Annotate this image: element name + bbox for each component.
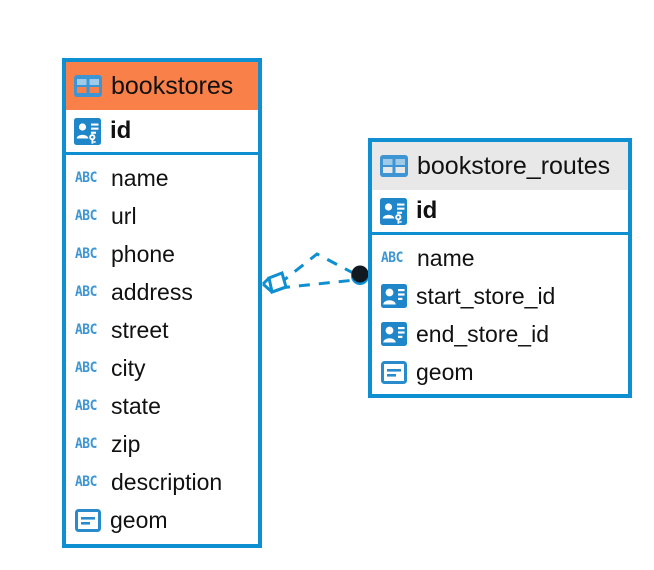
diamond-marker [261, 271, 288, 294]
primary-key-icon [74, 117, 101, 145]
field-row-routes-id[interactable]: id [372, 190, 628, 235]
entity-bookstores-header[interactable]: bookstores [66, 62, 258, 110]
field-label-city: city [111, 354, 146, 381]
abc-text-icon: ABC [75, 435, 97, 452]
field-row-routes-name[interactable]: ABC name [372, 239, 628, 277]
abc-text-icon: ABC [75, 359, 97, 376]
field-label-street: street [111, 316, 169, 343]
relationship-line-lower [278, 278, 356, 290]
field-row-end-store-id[interactable]: end_store_id [372, 315, 628, 353]
field-label-start-store-id: start_store_id [416, 282, 556, 309]
field-label-address: address [111, 278, 193, 305]
entity-bookstore-routes-title: bookstore_routes [417, 151, 611, 180]
abc-text-icon: ABC [75, 245, 97, 262]
abc-text-icon: ABC [75, 283, 97, 300]
field-row-city[interactable]: ABC city [66, 349, 258, 387]
field-row-address[interactable]: ABC address [66, 273, 258, 311]
abc-text-icon: ABC [75, 207, 97, 224]
geometry-icon [381, 360, 407, 384]
entity-bookstores-fields: ABC name ABC url ABC phone ABC address A… [66, 155, 258, 539]
field-row-state[interactable]: ABC state [66, 387, 258, 425]
field-label-geom: geom [110, 506, 168, 533]
table-icon [380, 155, 408, 177]
field-row-phone[interactable]: ABC phone [66, 235, 258, 273]
abc-text-icon: ABC [75, 473, 97, 490]
field-label-end-store-id: end_store_id [416, 320, 549, 347]
field-label-state: state [111, 392, 161, 419]
field-row-bookstores-id[interactable]: id [66, 110, 258, 155]
field-label-description: description [111, 468, 223, 495]
field-row-description[interactable]: ABC description [66, 463, 258, 501]
field-row-routes-geom[interactable]: geom [372, 353, 628, 391]
abc-text-icon: ABC [75, 397, 97, 414]
relationship-line-upper [278, 252, 358, 286]
abc-text-icon: ABC [75, 321, 97, 338]
abc-text-icon: ABC [381, 249, 403, 266]
field-label-routes-name: name [417, 244, 475, 271]
field-label-routes-id: id [416, 197, 438, 224]
foreign-key-icon [381, 322, 407, 346]
entity-bookstore-routes-header[interactable]: bookstore_routes [372, 142, 628, 190]
field-row-name[interactable]: ABC name [66, 159, 258, 197]
field-label-phone: phone [111, 240, 175, 267]
field-row-street[interactable]: ABC street [66, 311, 258, 349]
entity-bookstores[interactable]: bookstores id ABC name [62, 58, 262, 548]
entity-bookstore-routes[interactable]: bookstore_routes id ABC name [368, 138, 632, 398]
field-row-url[interactable]: ABC url [66, 197, 258, 235]
abc-text-icon: ABC [75, 169, 97, 186]
entity-bookstores-title: bookstores [111, 71, 234, 100]
filled-circle-marker [351, 265, 369, 285]
field-row-geom[interactable]: geom [66, 501, 258, 539]
primary-key-icon [380, 197, 407, 225]
entity-bookstore-routes-fields: ABC name start_store_id [372, 235, 628, 391]
field-label-zip: zip [111, 430, 141, 457]
foreign-key-icon [381, 284, 407, 308]
table-icon [74, 75, 102, 97]
field-label-bookstores-id: id [110, 117, 132, 144]
field-label-routes-geom: geom [416, 358, 474, 385]
relationship-connector[interactable] [255, 240, 380, 315]
geometry-icon [75, 508, 101, 532]
field-row-zip[interactable]: ABC zip [66, 425, 258, 463]
field-label-url: url [111, 202, 137, 229]
field-row-start-store-id[interactable]: start_store_id [372, 277, 628, 315]
field-label-name: name [111, 164, 169, 191]
